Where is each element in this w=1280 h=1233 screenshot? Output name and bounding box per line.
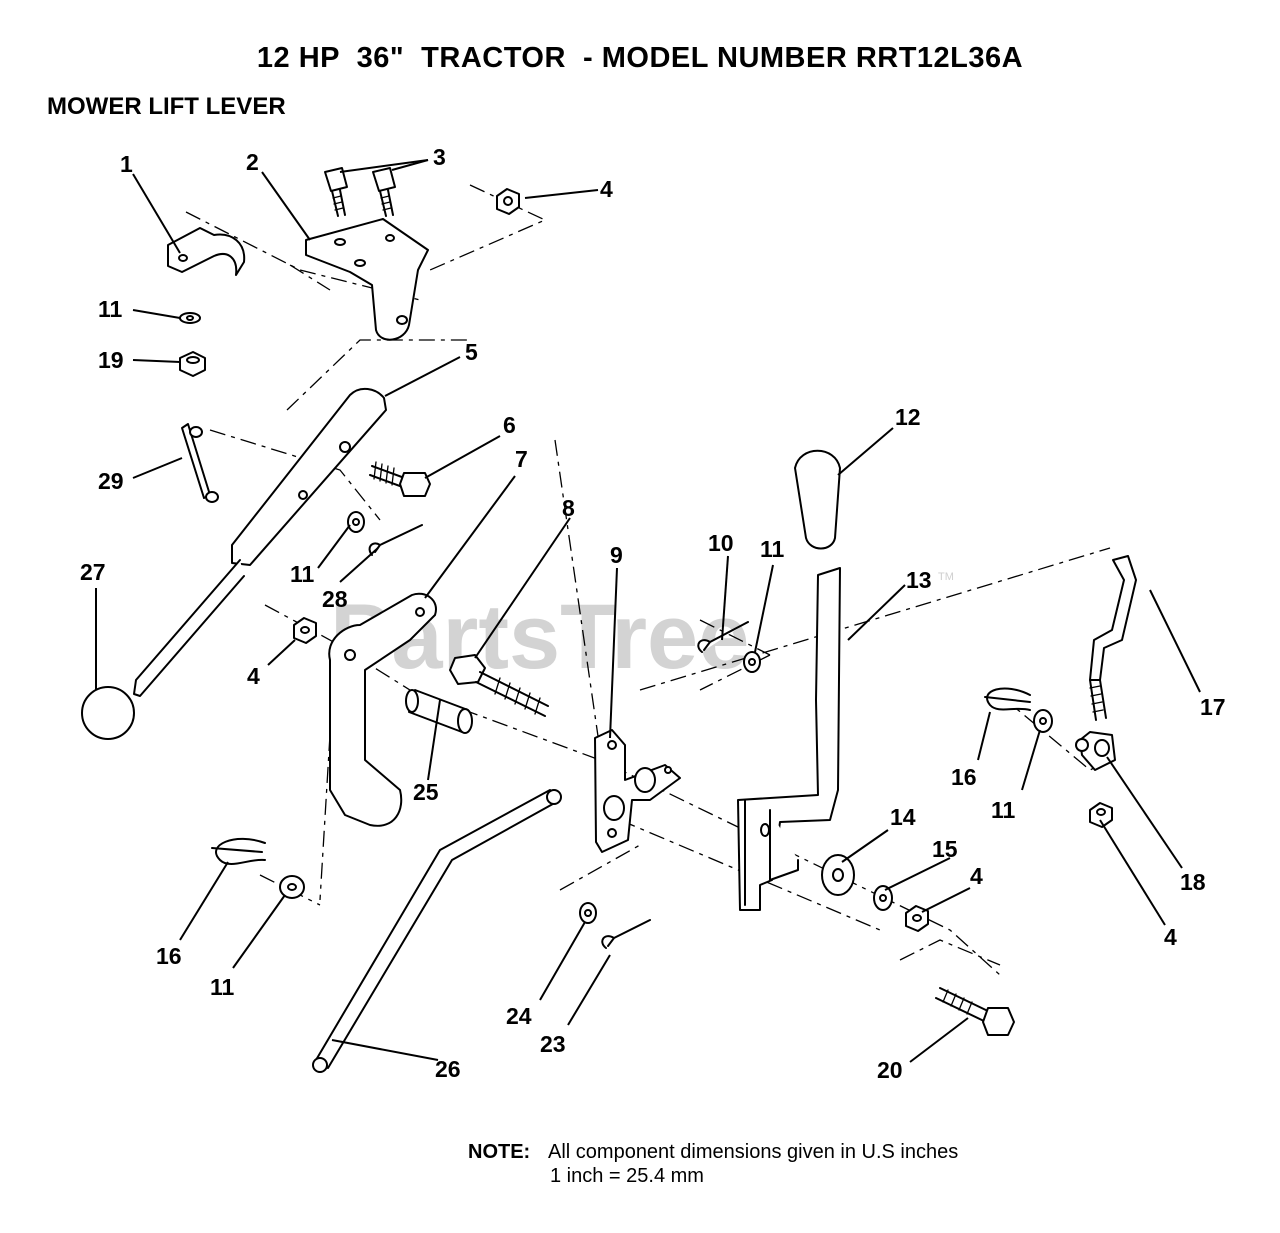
callout: 2 — [246, 149, 259, 175]
part-6-bolt — [369, 461, 431, 497]
watermark-tm: TM — [938, 571, 954, 583]
part-16-hairpin-right — [984, 687, 1031, 711]
part-28-cotter-pin — [368, 524, 423, 556]
part-23-cotter-pin — [601, 919, 651, 949]
part-2-bracket — [305, 218, 429, 341]
callout: 4 — [970, 863, 983, 889]
part-20-bolt — [935, 987, 1015, 1036]
callout-labels: 1 2 3 4 11 19 5 29 6 7 27 11 28 4 8 9 10… — [80, 144, 1226, 1083]
callout: 18 — [1180, 869, 1206, 895]
part-5-lift-arm — [133, 387, 387, 697]
callout: 16 — [156, 943, 182, 969]
callout: 4 — [600, 176, 613, 202]
part-13-lever — [737, 567, 841, 911]
part-3-bolts — [324, 167, 396, 217]
part-drawings — [81, 167, 1137, 1073]
callout: 11 — [290, 561, 315, 587]
callout: 26 — [435, 1056, 461, 1082]
leader-lines — [95, 159, 1201, 1063]
callout: 16 — [951, 764, 977, 790]
part-7-lever-plate — [328, 592, 437, 827]
part-14-bushing — [821, 854, 855, 896]
part-4-nut-farright — [1089, 802, 1113, 828]
part-17-rod — [1089, 555, 1137, 721]
callout: 23 — [540, 1031, 566, 1057]
dimensions-note: NOTE: All component dimensions given in U… — [468, 1140, 958, 1188]
part-18-swivel — [1075, 731, 1116, 771]
callout: 1 — [120, 151, 133, 177]
part-4-nut-top — [496, 188, 520, 215]
callout: 5 — [465, 339, 478, 365]
assembly-lines — [185, 184, 1111, 976]
callout: 4 — [1164, 924, 1177, 950]
callout: 9 — [610, 542, 623, 568]
callout: 11 — [760, 536, 785, 562]
callout: 7 — [515, 446, 528, 472]
callout: 13 — [906, 567, 932, 593]
callout: 11 — [991, 797, 1016, 823]
note-line-2: 1 inch = 25.4 mm — [550, 1165, 704, 1187]
part-29-link — [181, 423, 219, 503]
callout: 10 — [708, 530, 734, 556]
note-label: NOTE: — [468, 1141, 531, 1163]
callout: 6 — [503, 412, 516, 438]
callout: 8 — [562, 495, 575, 521]
callout: 29 — [98, 468, 124, 494]
callout: 14 — [890, 804, 916, 830]
callout: 11 — [210, 974, 235, 1000]
callout: 25 — [413, 779, 439, 805]
part-19-nut — [179, 351, 206, 377]
part-1-clip — [167, 227, 246, 276]
callout: 17 — [1200, 694, 1226, 720]
part-4-nut-mid — [293, 617, 317, 644]
callout: 4 — [247, 663, 260, 689]
part-9-pivot-plate — [594, 729, 681, 853]
diagram-title: 12 HP 36" TRACTOR - MODEL NUMBER RRT12L3… — [256, 42, 1024, 74]
callout: 19 — [98, 347, 124, 373]
callout: 20 — [877, 1057, 903, 1083]
callout: 15 — [932, 836, 958, 862]
part-16-hairpin-left — [211, 837, 266, 865]
callout: 28 — [322, 586, 348, 612]
part-12-grip — [794, 449, 841, 550]
note-line-1: All component dimensions given in U.S in… — [548, 1141, 959, 1163]
callout: 3 — [433, 144, 446, 170]
callout: 11 — [98, 296, 123, 322]
part-27-knob — [81, 686, 135, 740]
part-26-lift-link — [312, 789, 562, 1073]
callout: 24 — [506, 1003, 532, 1029]
part-8-bolt — [449, 654, 549, 717]
callout: 27 — [80, 559, 106, 585]
section-title: MOWER LIFT LEVER — [47, 93, 286, 120]
callout: 12 — [895, 404, 921, 430]
